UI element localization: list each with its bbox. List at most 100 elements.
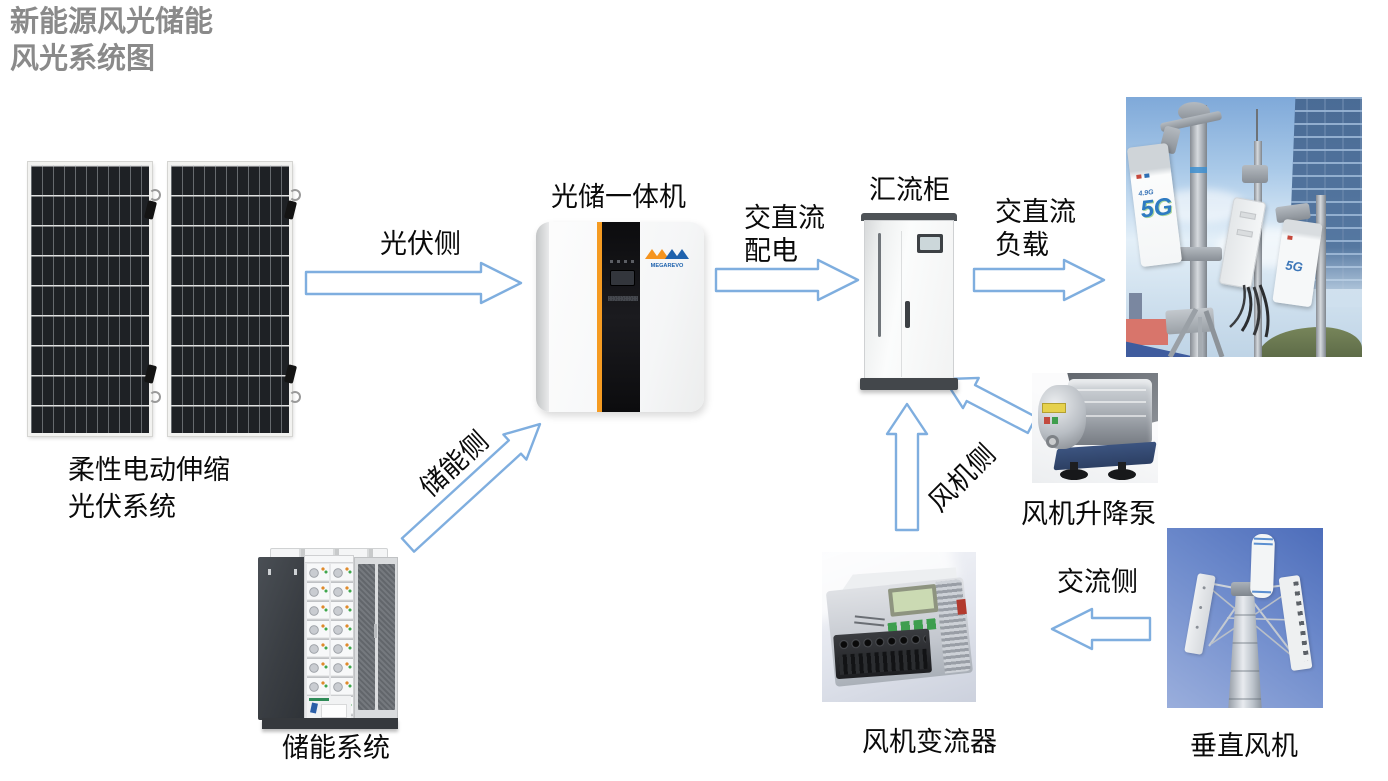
turbine-pole (1228, 588, 1262, 708)
inverter-label: 光储一体机 (551, 182, 686, 212)
antenna-rod (1256, 109, 1258, 145)
storage-system-photo (258, 548, 398, 730)
page-title: 新能源风光储能 风光系统图 (10, 4, 213, 78)
turbine-blade-left (1184, 573, 1216, 655)
blade-stripe (1253, 542, 1273, 546)
clamp-hardware (1242, 165, 1268, 183)
inverter-orange-strip (597, 222, 602, 412)
inverter-buttons (608, 296, 638, 301)
ac-side-label: 交流侧 (1057, 567, 1138, 597)
bolt (1195, 625, 1199, 629)
mesh-door (378, 564, 395, 710)
storage-dark-cabinet (258, 557, 304, 720)
highlight-line (1074, 401, 1146, 403)
storage-side-label: 储能侧 (414, 425, 495, 503)
arrow-pv-side (304, 261, 523, 305)
panel-clip (283, 364, 298, 384)
arrow-ac-side (1050, 607, 1152, 651)
screw (294, 569, 297, 575)
panel-wire (289, 189, 301, 201)
bms-blue-block (310, 702, 318, 714)
acdc-load-line2: 负载 (995, 230, 1049, 260)
highlight-line (1074, 415, 1146, 417)
mesh-door-cabinet (354, 557, 398, 721)
pv-label-line1: 柔性电动伸缩 (68, 455, 230, 485)
acdc-load-label: 交直流 负载 (995, 196, 1076, 262)
terminal-fins (838, 648, 928, 675)
inverter-indicator-dashes (610, 260, 634, 263)
pv-label-line2: 光伏系统 (68, 492, 176, 522)
panel-slot (1239, 211, 1257, 220)
pump-photo (1032, 373, 1158, 483)
solar-panel-right (167, 161, 301, 437)
acdc-dist-line1: 交直流 (744, 203, 825, 233)
equipment-platform (1165, 307, 1215, 335)
turbine-label: 垂直风机 (1190, 731, 1298, 761)
screw (268, 569, 271, 575)
title-line1: 新能源风光储能 (10, 6, 214, 38)
logo-mark-red (1287, 235, 1293, 241)
battery-rack (304, 555, 354, 723)
terminal-block (833, 628, 933, 680)
cabinet-base (860, 378, 958, 390)
bms-white-block (321, 704, 347, 718)
mesh-door-handle (374, 624, 377, 638)
megarevo-logo: MEGAREVO (645, 249, 689, 269)
panel-wire (149, 391, 161, 403)
blade-stripe (1253, 537, 1273, 541)
storage-label: 储能系统 (282, 733, 390, 763)
terminal-holes (837, 632, 927, 651)
acdc-dist-label: 交直流 配电 (744, 202, 825, 268)
cabinet-door-seam (901, 231, 902, 377)
antenna-panel-5g-left: 4.9G 5G (1126, 142, 1183, 268)
converter-device (824, 563, 974, 693)
turbine-blade-right (1278, 574, 1313, 672)
cabinet-top-cap (861, 213, 957, 221)
acdc-load-line1: 交直流 (995, 197, 1076, 227)
panel-wire (149, 189, 161, 201)
5g-logo-text-small: 5G (1284, 257, 1304, 275)
bolt (1198, 605, 1203, 610)
suction-foot (1108, 462, 1136, 480)
storage-base (262, 718, 398, 729)
arrow-acdc-load (972, 258, 1106, 302)
solar-panel-photo (27, 161, 301, 438)
arrow-fan-up (885, 402, 929, 532)
5g-station-photo: 4.9G 5G 5G (1126, 97, 1362, 357)
red-component (956, 598, 967, 615)
pv-system-label: 柔性电动伸缩 光伏系统 (68, 452, 230, 526)
green-hills (1258, 327, 1362, 357)
pump-label: 风机升降泵 (1021, 499, 1156, 529)
inverter-lcd (610, 270, 635, 286)
acdc-dist-line2: 配电 (744, 236, 798, 266)
turbine-blade-top (1249, 533, 1276, 599)
title-line2: 风光系统图 (10, 43, 156, 75)
rack-header (305, 556, 353, 563)
5g-logo-text: 5G (1138, 192, 1174, 224)
red-building (1126, 319, 1168, 345)
logo-mark-blue (1144, 173, 1150, 179)
combiner-cabinet-photo (860, 213, 958, 393)
inverter-side-edge (536, 222, 549, 412)
pump-warning-label (1042, 403, 1066, 413)
panel-slot (1236, 228, 1254, 238)
battery-module-column (331, 564, 353, 716)
inverter-photo: MEGAREVO (536, 222, 704, 412)
battery-module-column (307, 564, 329, 716)
cabinet-handle (905, 301, 910, 328)
panel-clip (143, 200, 158, 220)
mesh-door (358, 564, 375, 710)
green-sticker (1052, 417, 1058, 424)
suction-foot (1060, 462, 1088, 480)
megarevo-text: MEGAREVO (651, 263, 684, 269)
cabinet-vent-slot (878, 233, 881, 337)
panel-wire (289, 391, 301, 403)
red-sticker (1044, 417, 1050, 424)
panel-clip (143, 364, 158, 384)
solar-panel-left (27, 161, 161, 437)
fan-side-label: 风机侧 (922, 438, 1002, 518)
bms-green-bar (309, 698, 329, 701)
bms-section (307, 696, 351, 722)
turbine-photo (1167, 528, 1323, 708)
